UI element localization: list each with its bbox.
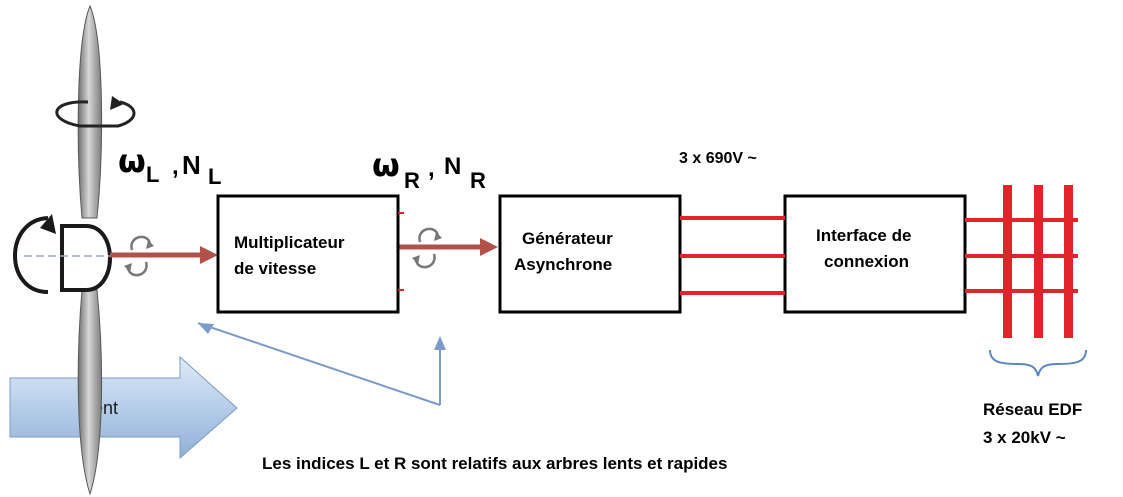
omega-r-label: ω R , N R (372, 146, 486, 193)
generateur-block (498, 194, 682, 314)
reseau-edf-label: Réseau EDF (983, 400, 1082, 419)
svg-text:,: , (428, 155, 435, 182)
shaft-arrows (110, 238, 498, 264)
multiplicateur-label-line1: Multiplicateur (234, 233, 345, 252)
voltage-690v-label: 3 x 690V ~ (679, 150, 757, 167)
multiplicateur-label-line2: de vitesse (234, 259, 316, 278)
turbine-blades (77, 4, 103, 496)
svg-text:L: L (208, 164, 221, 189)
grid-brace (989, 349, 1087, 377)
three-phase-lines-grid (965, 218, 1078, 293)
blade-rotation-arrow (55, 96, 136, 128)
svg-text:N: N (182, 150, 201, 180)
indices-note: Les indices L et R sont relatifs aux arb… (262, 454, 727, 473)
omega-l-label: ω L , N L (118, 142, 221, 189)
svg-text:N: N (444, 153, 461, 180)
svg-text:R: R (404, 168, 420, 193)
reseau-voltage-label: 3 x 20kV ~ (983, 428, 1066, 447)
note-pointer-lines (197, 322, 441, 406)
shaft-rotation-icon-high (412, 227, 442, 269)
generateur-label-line1: Générateur (522, 229, 613, 248)
svg-text:ω: ω (372, 146, 400, 184)
multiplicateur-block (216, 194, 400, 314)
svg-text:,: , (172, 153, 179, 180)
interface-label-line1: Interface de (816, 226, 911, 245)
interface-label-line2: connexion (824, 252, 909, 271)
vent-arrow: Vent (9, 355, 238, 460)
three-phase-lines-690v (680, 216, 785, 295)
shaft-rotation-icon-low (124, 235, 154, 277)
generateur-label-line2: Asynchrone (514, 255, 612, 274)
hub-nacelle (24, 224, 112, 292)
svg-text:L: L (146, 162, 159, 187)
svg-text:ω: ω (118, 142, 146, 180)
hub-rotation-arrow (13, 214, 56, 294)
grid-bus-bars (1003, 185, 1073, 338)
svg-text:R: R (470, 168, 486, 193)
